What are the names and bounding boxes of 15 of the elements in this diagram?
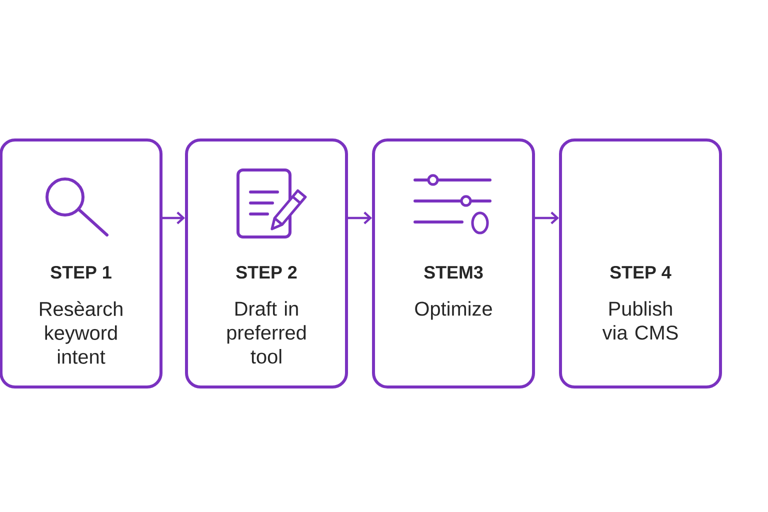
arrow bbox=[534, 212, 559, 224]
step-title: STEP 4 bbox=[610, 266, 672, 279]
step-card bbox=[559, 138, 722, 388]
arrow bbox=[161, 212, 185, 224]
step-card bbox=[0, 138, 162, 388]
step-description: Publish via CMS bbox=[602, 301, 678, 340]
step-title: STEP 2 bbox=[236, 266, 297, 279]
step-title: STEP 1 bbox=[50, 266, 112, 279]
arrow bbox=[346, 212, 372, 224]
step-description: Resèarch keyword intent bbox=[40, 301, 122, 364]
step-card bbox=[372, 138, 535, 388]
step-description: Optimize bbox=[415, 301, 492, 320]
step-description: Draft in preferred tool bbox=[227, 301, 306, 364]
step-title: STEM3 bbox=[424, 266, 483, 279]
step-card bbox=[185, 138, 348, 388]
